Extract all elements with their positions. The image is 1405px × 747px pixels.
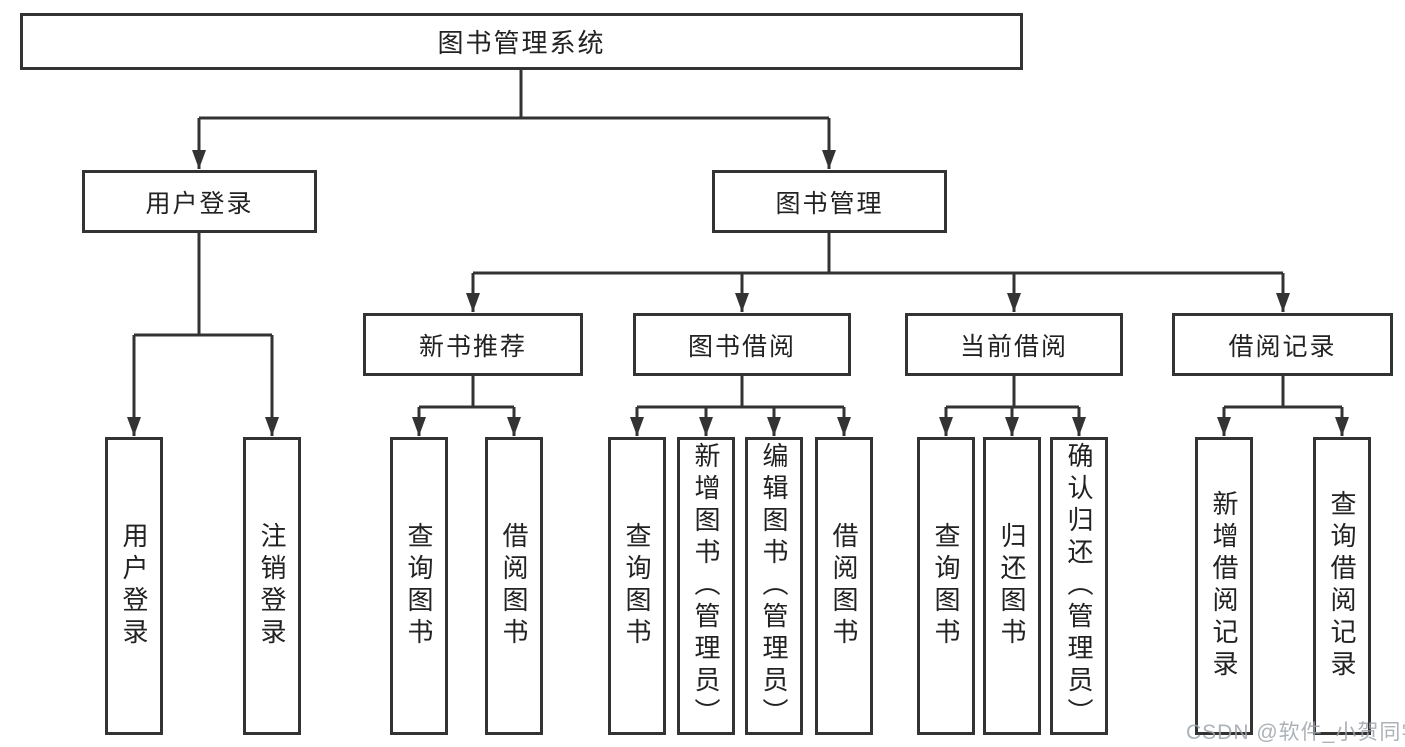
leaf-label: 用户登录 <box>119 522 149 650</box>
node-label: 图书管理 <box>775 189 884 218</box>
leaf-confirm-return-admin: 确认归还（管理员） <box>1050 437 1108 735</box>
leaf-label: 归还图书 <box>997 522 1027 650</box>
leaf-query-books-2: 查询图书 <box>608 437 666 735</box>
leaf-query-books-1: 查询图书 <box>390 437 448 735</box>
leaf-user-login: 用户登录 <box>105 437 163 735</box>
leaf-add-borrow-record: 新增借阅记录 <box>1195 437 1253 735</box>
leaf-query-books-3: 查询图书 <box>917 437 975 735</box>
node-label: 图书借阅 <box>687 332 796 361</box>
leaf-query-borrow-record: 查询借阅记录 <box>1313 437 1371 735</box>
leaf-label: 注销登录 <box>257 522 287 650</box>
node-library-management-system: 图书管理系统 <box>20 13 1023 70</box>
node-book-borrowing: 图书借阅 <box>633 313 851 376</box>
leaf-label: 查询图书 <box>622 522 652 650</box>
leaf-label: 确认归还（管理员） <box>1064 442 1094 730</box>
node-book-management: 图书管理 <box>712 170 947 233</box>
node-label: 新书推荐 <box>418 332 527 361</box>
node-label: 当前借阅 <box>959 332 1068 361</box>
node-user-login: 用户登录 <box>82 170 317 233</box>
leaf-borrow-books-2: 借阅图书 <box>815 437 873 735</box>
leaf-return-books: 归还图书 <box>983 437 1041 735</box>
leaf-borrow-books-1: 借阅图书 <box>485 437 543 735</box>
node-label: 用户登录 <box>145 189 254 218</box>
node-label: 图书管理系统 <box>437 28 606 58</box>
leaf-label: 查询图书 <box>931 522 961 650</box>
leaf-add-books-admin: 新增图书（管理员） <box>677 437 735 735</box>
node-current-borrowing: 当前借阅 <box>905 313 1123 376</box>
leaf-label: 新增借阅记录 <box>1209 490 1239 682</box>
leaf-label: 查询图书 <box>404 522 434 650</box>
csdn-watermark: CSDN @软件_小贺同学 <box>1186 721 1405 744</box>
leaf-label: 查询借阅记录 <box>1327 490 1357 682</box>
connector-group <box>127 70 1349 436</box>
leaf-label: 借阅图书 <box>499 522 529 650</box>
node-borrowing-records: 借阅记录 <box>1172 313 1393 376</box>
leaf-label: 新增图书（管理员） <box>691 442 721 730</box>
leaf-label: 编辑图书（管理员） <box>759 442 789 730</box>
leaf-edit-books-admin: 编辑图书（管理员） <box>745 437 803 735</box>
node-new-book-recommend: 新书推荐 <box>363 313 583 376</box>
node-label: 借阅记录 <box>1228 332 1337 361</box>
leaf-label: 借阅图书 <box>829 522 859 650</box>
leaf-logout: 注销登录 <box>243 437 301 735</box>
